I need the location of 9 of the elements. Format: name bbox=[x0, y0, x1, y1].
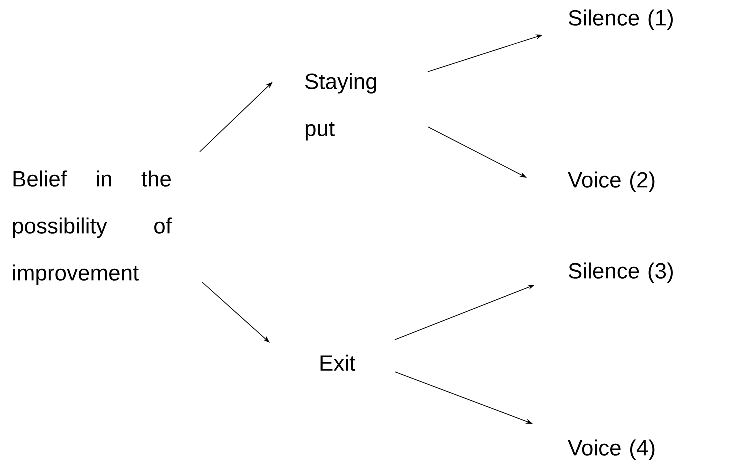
text-label: Exit bbox=[320, 354, 356, 372]
arrow bbox=[202, 282, 270, 343]
text-label: Belief in the possibility of improvement bbox=[13, 170, 172, 286]
text-label: Silence (3) bbox=[569, 262, 673, 284]
arrow bbox=[200, 82, 273, 152]
text-label: Voice (4) bbox=[568, 440, 655, 460]
text-label: Silence (1) bbox=[569, 10, 673, 30]
text-label: Staying put bbox=[306, 73, 376, 141]
text-label: Voice (2) bbox=[568, 172, 655, 192]
